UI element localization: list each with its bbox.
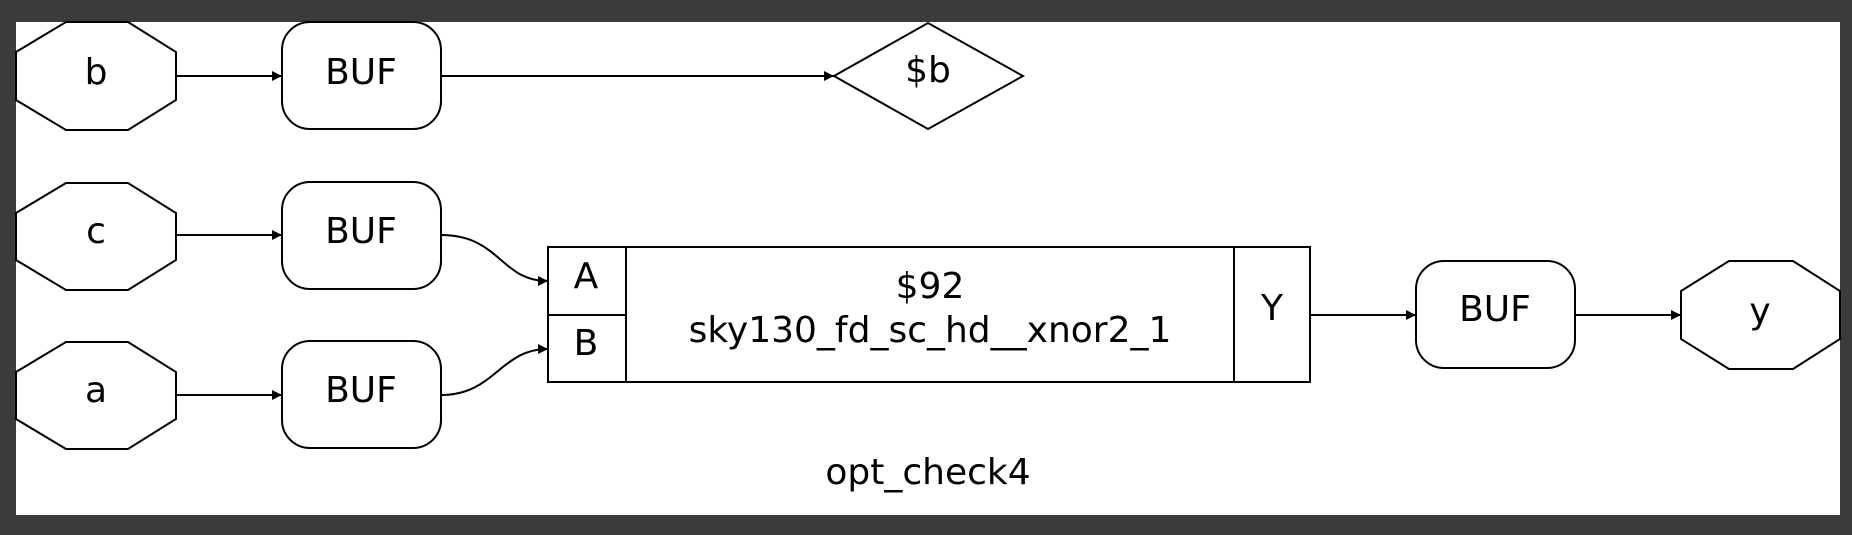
port-octagon-shape <box>15 182 177 291</box>
input-port-c[interactable]: c <box>15 182 177 291</box>
port-label-a: a <box>85 370 107 411</box>
edges <box>176 71 1681 400</box>
port-label-b: b <box>85 52 108 93</box>
buffer-b[interactable]: BUF <box>281 21 442 130</box>
buffer-c[interactable]: BUF <box>281 181 442 290</box>
buffer-label: BUF <box>1459 289 1531 330</box>
cell-xnor2[interactable]: A B $92 sky130_fd_sc_hd__xnor2_1 Y <box>547 246 1311 383</box>
cell-port-a: A <box>574 256 599 297</box>
buffer-label: BUF <box>325 211 397 252</box>
cell-port-b: B <box>574 323 599 364</box>
port-octagon-shape <box>1680 260 1841 370</box>
diagram-caption: opt_check4 <box>825 452 1030 493</box>
buffer-a[interactable]: BUF <box>281 340 442 449</box>
net-node-b[interactable]: $b <box>831 21 1026 131</box>
cell-outline <box>547 246 1311 383</box>
output-port-y[interactable]: y <box>1680 260 1841 370</box>
port-label-c: c <box>86 211 106 252</box>
port-octagon-shape <box>15 341 177 450</box>
input-port-b[interactable]: b <box>15 21 177 131</box>
port-label-y: y <box>1749 291 1770 332</box>
edge-buf-a-to-cell-b <box>440 344 549 396</box>
edge-buf-c-to-cell-a <box>440 234 549 286</box>
port-octagon-shape <box>15 21 177 131</box>
cell-id: $92 <box>896 266 965 307</box>
net-label: $b <box>905 50 951 91</box>
cell-type: sky130_fd_sc_hd__xnor2_1 <box>689 310 1172 351</box>
net-diamond-shape <box>831 21 1026 131</box>
cell-port-y: Y <box>1260 288 1284 329</box>
input-port-a[interactable]: a <box>15 341 177 450</box>
buffer-label: BUF <box>325 370 397 411</box>
buffer-out[interactable]: BUF <box>1415 260 1576 369</box>
buffer-label: BUF <box>325 52 397 93</box>
